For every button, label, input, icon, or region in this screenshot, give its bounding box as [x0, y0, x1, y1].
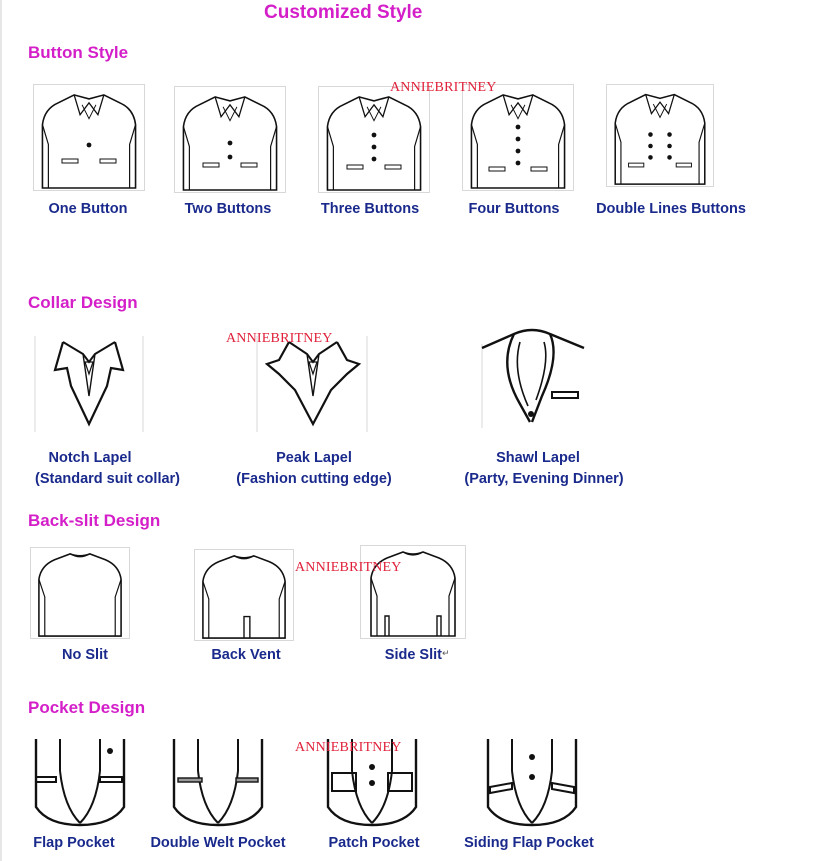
label-back-vent: Back Vent — [211, 647, 281, 663]
one-button-jacket-icon — [33, 84, 145, 191]
back-vent-jacket-back-icon — [194, 549, 294, 641]
label-patch-pocket: Patch Pocket — [328, 835, 420, 851]
double-welt-pocket-icon — [168, 737, 268, 827]
double-breasted-jacket-icon — [606, 84, 714, 187]
side-slit-jacket-back-icon — [360, 545, 466, 639]
no-slit-jacket-back-icon — [30, 547, 130, 639]
sublabel-shawl-lapel: (Party, Evening Dinner) — [464, 471, 624, 487]
label-peak-lapel: Peak Lapel — [276, 450, 352, 466]
label-three-buttons: Three Buttons — [320, 201, 420, 217]
watermark: ANNIEBRITNEY — [295, 560, 402, 575]
label-double-welt-pocket: Double Welt Pocket — [150, 835, 286, 851]
siding-flap-pocket-icon — [482, 737, 582, 827]
section-heading-pocket-design: Pocket Design — [28, 698, 146, 717]
label-notch-lapel: Notch Lapel — [48, 450, 132, 466]
return-mark: ↵ — [442, 649, 450, 659]
label-side-slit: Side Slit — [384, 647, 442, 663]
sublabel-notch-lapel: (Standard suit collar) — [34, 471, 181, 487]
label-two-buttons: Two Buttons — [184, 201, 272, 217]
patch-pocket-icon — [322, 737, 422, 827]
two-buttons-jacket-icon — [174, 86, 286, 193]
watermark: ANNIEBRITNEY — [390, 80, 497, 95]
label-no-slit: No Slit — [62, 647, 108, 663]
sublabel-peak-lapel: (Fashion cutting edge) — [236, 471, 392, 487]
label-flap-pocket: Flap Pocket — [33, 835, 115, 851]
flap-pocket-icon — [30, 737, 130, 827]
page-left-edge — [0, 0, 2, 861]
watermark: ANNIEBRITNEY — [226, 331, 333, 346]
label-double-lines-buttons: Double Lines Buttons — [596, 201, 746, 217]
label-shawl-lapel: Shawl Lapel — [496, 450, 580, 466]
label-four-buttons: Four Buttons — [468, 201, 560, 217]
shawl-lapel-icon — [480, 326, 586, 430]
four-buttons-jacket-icon — [462, 84, 574, 191]
section-heading-back-slit-design: Back-slit Design — [28, 511, 161, 530]
watermark: ANNIEBRITNEY — [295, 740, 402, 755]
notch-lapel-icon — [33, 334, 145, 434]
section-heading-collar-design: Collar Design — [28, 293, 138, 312]
label-one-button: One Button — [48, 201, 128, 217]
label-siding-flap-pocket: Siding Flap Pocket — [464, 835, 594, 851]
section-heading-button-style: Button Style — [28, 43, 129, 62]
peak-lapel-icon — [255, 334, 369, 434]
three-buttons-jacket-icon — [318, 86, 430, 193]
page-title: Customized Style — [264, 2, 423, 23]
